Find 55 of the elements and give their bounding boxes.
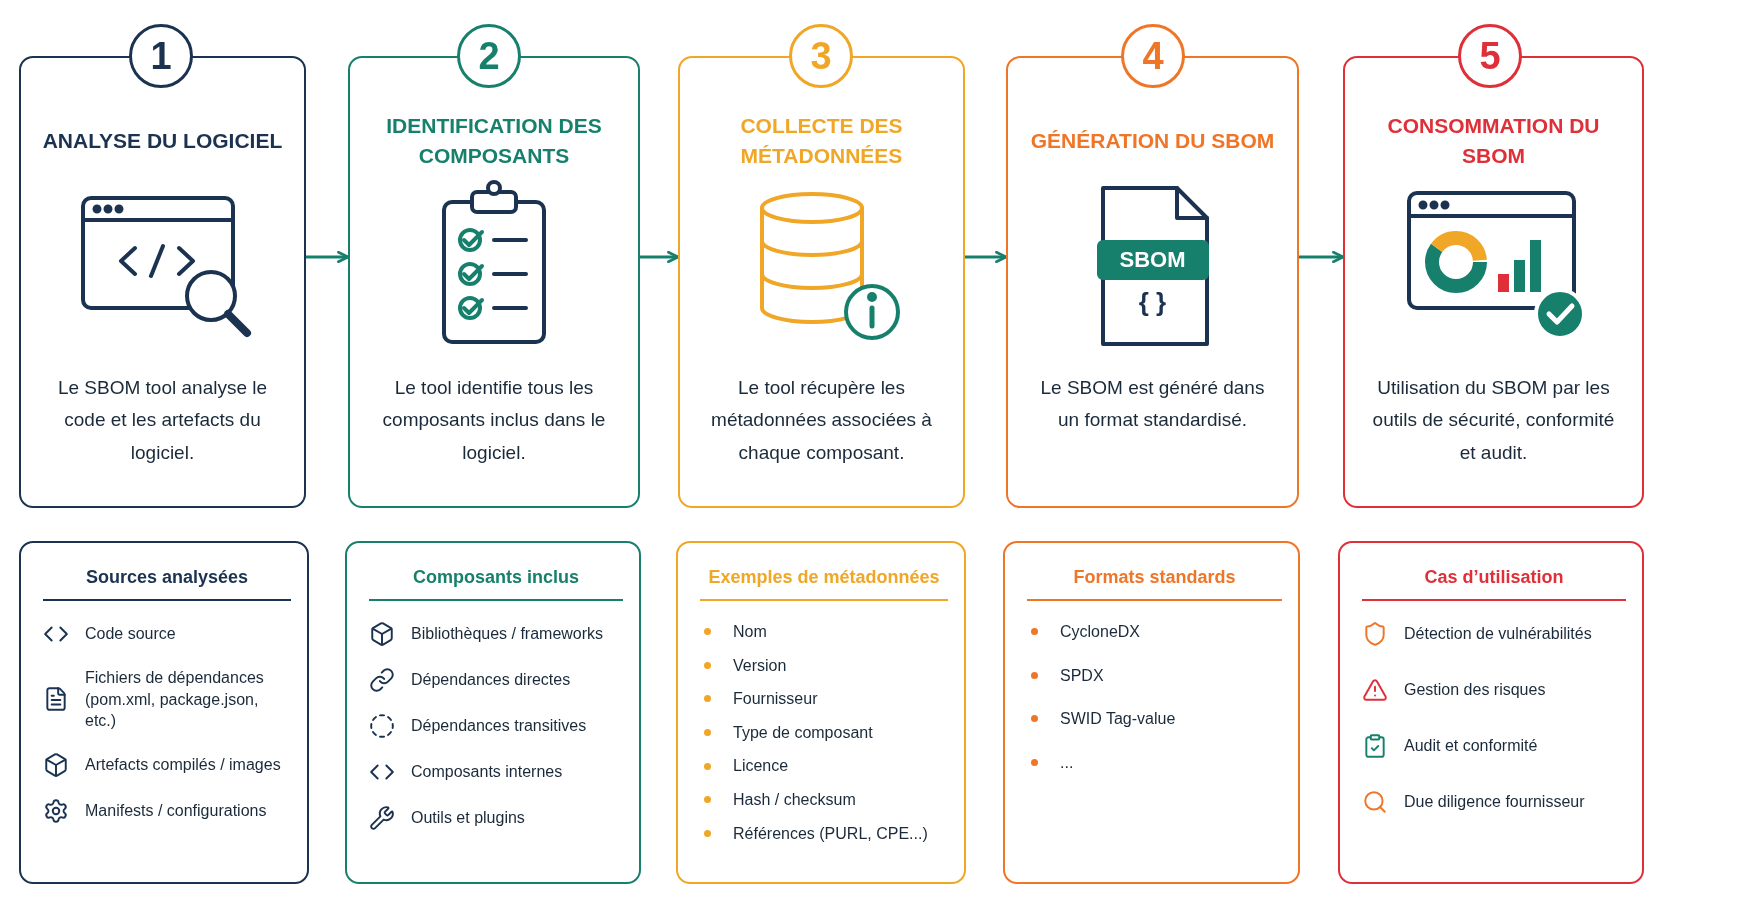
step-title: GÉNÉRATION DU SBOM (1030, 127, 1275, 154)
step-number-badge: 3 (789, 24, 853, 88)
detail-card (1003, 541, 1300, 884)
list-item: SWID Tag-value (1060, 709, 1176, 730)
list-item: ... (1060, 752, 1074, 773)
card-heading: Exemples de métadonnées (708, 566, 940, 589)
step-number-badge: 5 (1458, 24, 1522, 88)
step-title: CONSOMMATION DU SBOM (1386, 112, 1601, 169)
arrow (640, 250, 680, 264)
list-item: Bibliothèques / frameworks (411, 624, 604, 645)
step-description: Le SBOM tool analyse le code et les artefacts du logiciel. (56, 376, 269, 465)
step-description: Utilisation du SBOM par les outils de sécurité, conformité et audit. (1371, 376, 1616, 465)
list-item: Composants internes (411, 762, 563, 783)
list-item: Audit et conformité (1404, 736, 1538, 757)
document-label: SBOM (1118, 246, 1187, 274)
detail-card (1338, 541, 1644, 884)
list-item: Version (733, 655, 787, 676)
list-item: Hash / checksum (733, 789, 856, 810)
card-heading: Formats standards (1073, 566, 1236, 589)
list-item: Type de composant (733, 722, 873, 743)
step-description: Le tool récupère les métadonnées associées à chaque composant. (710, 376, 933, 465)
arrow (306, 250, 350, 264)
list-item: Gestion des risques (1404, 680, 1546, 701)
list-item: SPDX (1060, 665, 1104, 686)
list-item: Artefacts compilés / images (85, 755, 281, 775)
list-item: Détection de vulnérabilités (1404, 624, 1592, 645)
card-heading: Cas d’utilisation (1424, 566, 1564, 589)
list-item: Fichiers de dépendances (pom.xml, package.json, etc.) (85, 668, 265, 732)
braces-symbol: { } (1137, 286, 1168, 318)
list-item: Dépendances transitives (411, 716, 587, 737)
step-description: Le SBOM est généré dans un format standardisé. (1039, 376, 1266, 433)
list-item: Nom (733, 622, 767, 642)
detail-card (19, 541, 309, 884)
arrow (1299, 250, 1345, 264)
list-item: Code source (85, 624, 176, 645)
card-heading: Sources analysées (85, 566, 249, 589)
list-item: Licence (733, 756, 789, 777)
list-item: Dépendances directes (411, 670, 571, 691)
step-number-badge: 4 (1121, 24, 1185, 88)
detail-card (676, 541, 966, 884)
list-item: Manifests / configurations (85, 801, 267, 821)
list-item: CycloneDX (1060, 622, 1141, 642)
list-item: Due diligence fournisseur (1404, 792, 1585, 813)
step-description: Le tool identifie tous les composants inclus dans le logiciel. (381, 376, 607, 465)
step-number-badge: 2 (457, 24, 521, 88)
step-number-badge: 1 (129, 24, 193, 88)
step-title: IDENTIFICATION DES COMPOSANTS (385, 112, 603, 169)
card-heading: Composants inclus (413, 566, 579, 589)
step-title: ANALYSE DU LOGICIEL (42, 127, 283, 154)
arrow (965, 250, 1008, 264)
list-item: Fournisseur (733, 689, 818, 710)
list-item: Outils et plugins (411, 808, 525, 829)
detail-card (345, 541, 641, 884)
step-title: COLLECTE DES MÉTADONNÉES (739, 112, 904, 169)
list-item: Références (PURL, CPE...) (733, 823, 928, 844)
